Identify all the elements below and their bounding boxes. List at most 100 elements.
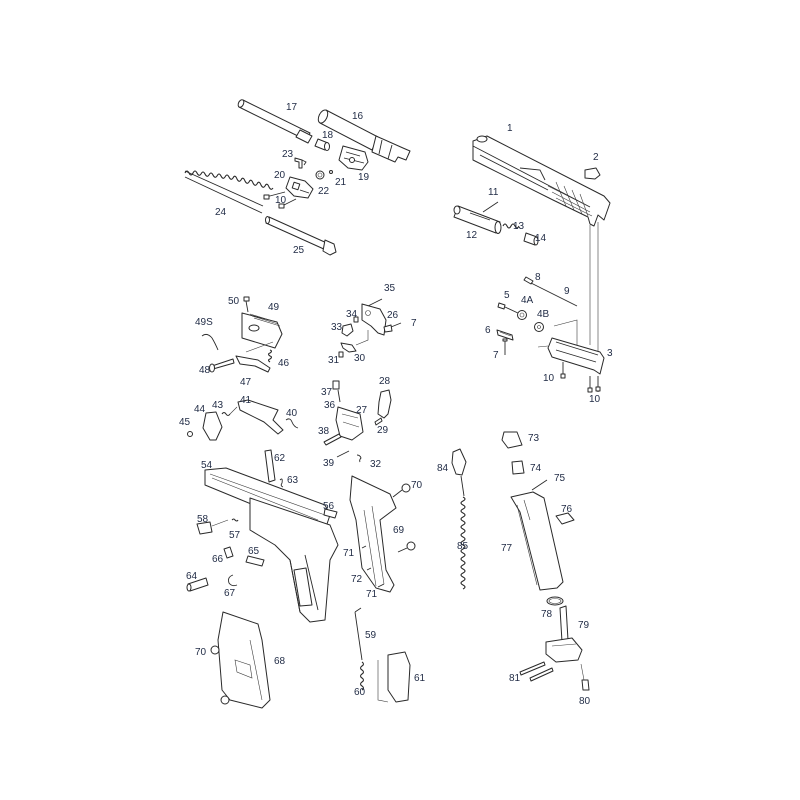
part-9-rod xyxy=(530,282,578,307)
part-76-valve xyxy=(555,512,575,525)
part-70-screw-c xyxy=(210,645,220,655)
label-17: 17 xyxy=(286,102,298,113)
part-37-screw xyxy=(332,380,340,390)
part-labels: 1 2 3 4A 4B 5 6 7 7 8 9 10 10 10 11 12 1… xyxy=(179,102,613,707)
label-57: 57 xyxy=(229,530,241,541)
label-34: 34 xyxy=(346,309,358,320)
part-22-nut xyxy=(315,170,325,180)
label-45: 45 xyxy=(179,417,191,428)
part-49-plate xyxy=(241,312,283,349)
part-65-trigger-pin xyxy=(245,555,265,567)
label-72: 72 xyxy=(351,574,363,585)
label-47: 47 xyxy=(240,377,252,388)
label-7b: 7 xyxy=(411,318,417,329)
label-31: 31 xyxy=(328,355,340,366)
part-6-knob xyxy=(496,329,514,341)
label-2: 2 xyxy=(593,152,599,163)
slide-guide-lines xyxy=(589,222,599,352)
label-11: 11 xyxy=(488,187,499,198)
label-7a: 7 xyxy=(493,350,499,361)
label-49S: 49S xyxy=(195,317,213,328)
part-18-bushing xyxy=(314,138,330,151)
part-17-guide-tube xyxy=(237,99,313,144)
part-1-slide xyxy=(472,135,611,227)
label-74: 74 xyxy=(530,463,542,474)
part-3-rail xyxy=(537,319,605,375)
part-16-barrel xyxy=(317,109,411,163)
label-81: 81 xyxy=(509,673,521,684)
part-48-pin xyxy=(209,358,235,373)
part-61-housing xyxy=(377,651,411,703)
part-80-screw xyxy=(580,663,590,691)
label-10c: 10 xyxy=(275,195,287,206)
part-70-screw-d xyxy=(220,695,230,705)
part-10-screws-b xyxy=(560,362,601,393)
label-4A: 4A xyxy=(521,295,534,306)
part-70-screw-a xyxy=(392,483,411,498)
part-39-pin xyxy=(336,450,350,458)
label-20: 20 xyxy=(274,170,286,181)
part-70-screw-b xyxy=(397,541,416,553)
label-21: 21 xyxy=(335,177,347,188)
part-5-screw xyxy=(497,302,521,315)
label-38: 38 xyxy=(318,426,330,437)
part-21-oring xyxy=(329,170,333,174)
label-23: 23 xyxy=(282,149,294,160)
part-62-trigger-bar xyxy=(264,449,276,483)
part-57-spring xyxy=(231,518,239,522)
label-58: 58 xyxy=(197,514,209,525)
label-28: 28 xyxy=(379,376,391,387)
label-3: 3 xyxy=(607,348,613,359)
label-1: 1 xyxy=(507,123,513,134)
part-30-lever xyxy=(340,330,369,353)
part-24-recoil-spring xyxy=(184,170,274,214)
part-84-follower-tip xyxy=(451,448,467,476)
label-44: 44 xyxy=(194,404,206,415)
part-67-spring xyxy=(228,574,238,587)
label-35: 35 xyxy=(384,283,396,294)
label-8: 8 xyxy=(535,272,541,283)
part-40-spring xyxy=(285,418,299,429)
part-66-part xyxy=(223,546,234,559)
label-66: 66 xyxy=(212,554,224,565)
label-24: 24 xyxy=(215,207,227,218)
part-69-right-grip xyxy=(349,475,397,593)
part-8-pin xyxy=(523,276,534,285)
label-85: 85 xyxy=(457,541,469,552)
label-39: 39 xyxy=(323,458,335,469)
label-77: 77 xyxy=(501,543,513,554)
label-68: 68 xyxy=(274,656,286,667)
part-64-sleeve xyxy=(186,577,209,592)
part-43-spring xyxy=(221,406,238,417)
part-36-pin xyxy=(337,389,341,403)
part-32-spring xyxy=(356,454,362,463)
label-13: 13 xyxy=(513,221,525,232)
part-4A-washer xyxy=(517,310,527,320)
label-26: 26 xyxy=(387,310,399,321)
label-48: 48 xyxy=(199,365,211,376)
part-31-pin xyxy=(338,351,344,358)
label-56: 56 xyxy=(323,501,335,512)
label-73: 73 xyxy=(528,433,540,444)
part-41-bar xyxy=(237,399,284,435)
part-77-magazine xyxy=(510,491,564,591)
label-10b: 10 xyxy=(589,394,601,405)
part-47-lever xyxy=(235,341,274,373)
part-2-rear-sight xyxy=(584,167,601,180)
part-7-screw-b xyxy=(383,322,402,333)
part-19-chamber-block xyxy=(338,145,369,171)
label-33: 33 xyxy=(331,322,343,333)
label-36: 36 xyxy=(324,400,336,411)
part-10-screws xyxy=(263,191,297,209)
label-30: 30 xyxy=(354,353,366,364)
label-78: 78 xyxy=(541,609,553,620)
part-63-spring xyxy=(279,478,284,488)
label-16: 16 xyxy=(352,111,364,122)
label-76: 76 xyxy=(561,504,573,515)
part-34-pin xyxy=(353,316,359,323)
part-13-spring xyxy=(502,223,520,229)
part-71-pins xyxy=(361,545,385,588)
label-41: 41 xyxy=(240,395,252,406)
part-85-mag-spring xyxy=(460,475,466,590)
